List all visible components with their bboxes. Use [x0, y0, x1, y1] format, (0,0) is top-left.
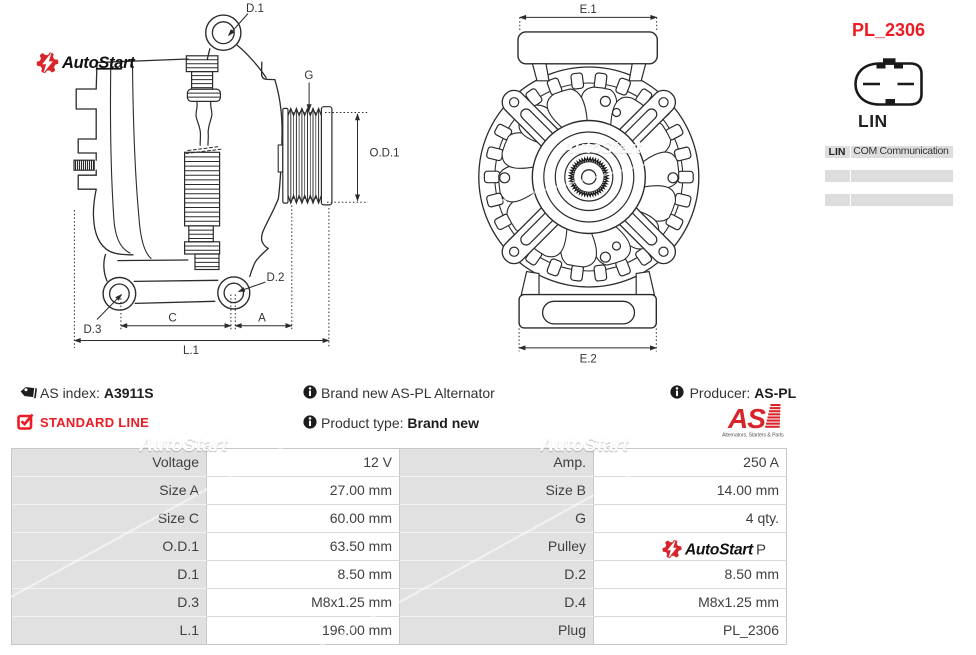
svg-text:D.3: D.3 — [84, 324, 102, 336]
svg-text:G: G — [304, 70, 313, 82]
svg-text:P: P — [756, 542, 766, 559]
svg-text:C: C — [168, 313, 176, 325]
svg-text:D.1: D.1 — [246, 3, 264, 15]
svg-text:AutoStart: AutoStart — [684, 542, 754, 559]
svg-text:AS: AS — [727, 403, 766, 434]
svg-text:E.2: E.2 — [580, 354, 597, 366]
svg-text:E.1: E.1 — [580, 4, 597, 16]
svg-text:O.D.1: O.D.1 — [370, 148, 400, 160]
svg-text:Alternators, Starters & Parts: Alternators, Starters & Parts — [722, 433, 784, 439]
svg-text:L.1: L.1 — [183, 345, 199, 357]
svg-text:D.2: D.2 — [267, 272, 285, 284]
svg-text:A: A — [258, 313, 266, 325]
svg-text:AutoStart: AutoStart — [61, 54, 136, 72]
